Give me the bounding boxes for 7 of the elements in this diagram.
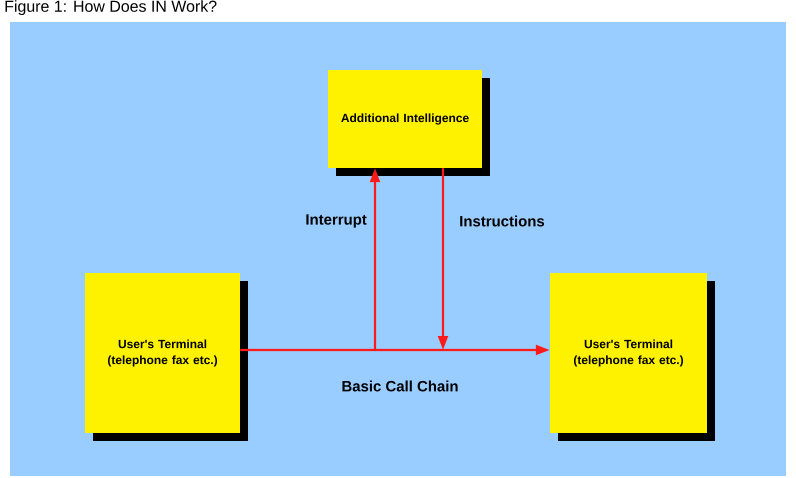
edge-label: Instructions xyxy=(458,214,546,228)
title: Figure 1: How Does IN Work? xyxy=(6,0,216,16)
terminal-box: User's Terminal (telephone fax etc.) xyxy=(85,273,248,441)
edge-label: Interrupt xyxy=(304,213,368,229)
terminal-box: User's Terminal (telephone fax etc.) xyxy=(550,273,715,441)
edge-label: Basic Call Chain xyxy=(340,380,460,392)
process-box: Additional Intelligence xyxy=(328,70,490,176)
